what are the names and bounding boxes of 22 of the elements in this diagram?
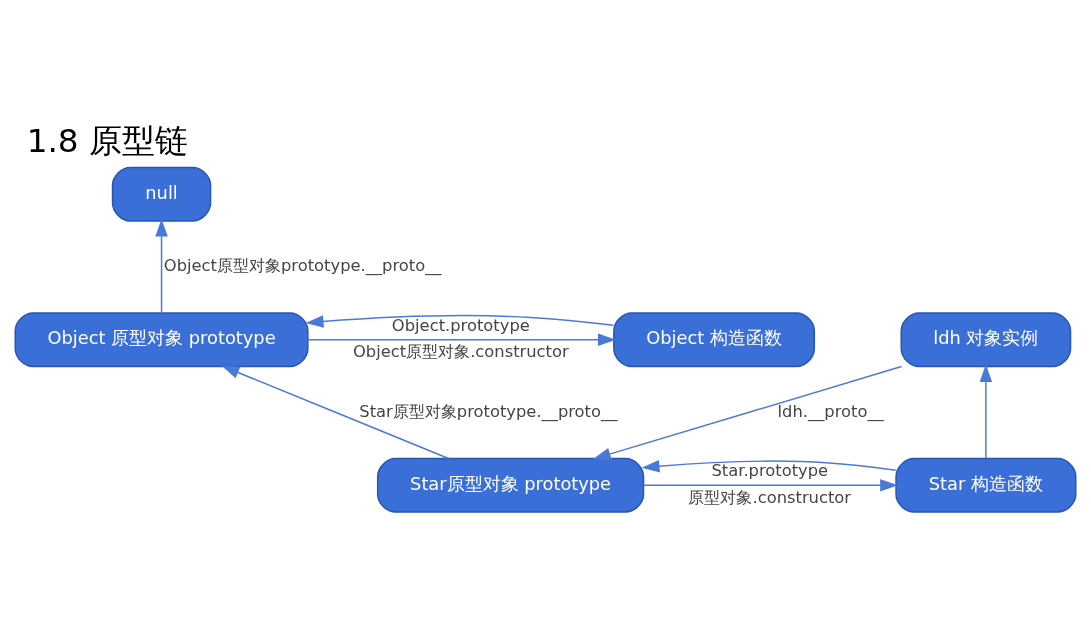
edge-label: Object原型对象.constructor bbox=[352, 341, 569, 361]
node-box: Object 构造函数 bbox=[613, 311, 816, 367]
node-box: Object 原型对象 prototype bbox=[14, 311, 309, 367]
node-box: Star原型对象 prototype bbox=[376, 457, 645, 513]
arrow bbox=[305, 314, 615, 328]
arrow bbox=[221, 365, 450, 459]
arrow bbox=[642, 478, 898, 492]
edge-label: Star原型对象prototype.__proto__ bbox=[359, 401, 618, 421]
edge-label: Object原型对象prototype.__proto__ bbox=[163, 255, 442, 275]
arrow bbox=[307, 333, 616, 346]
arrow bbox=[641, 459, 897, 472]
arrow bbox=[592, 365, 903, 460]
node-box: ldh 对象实例 bbox=[900, 311, 1072, 367]
diagram-title: 1.8 原型链 bbox=[26, 121, 188, 160]
node-box: Star 构造函数 bbox=[895, 457, 1077, 513]
arrow bbox=[155, 218, 168, 314]
edge-label: 原型对象.constructor bbox=[688, 487, 852, 507]
edge-label: Star.prototype bbox=[711, 460, 829, 480]
edge-label: Object.prototype bbox=[391, 315, 530, 335]
node-box: null bbox=[111, 166, 212, 222]
edge-label: ldh.__proto__ bbox=[777, 401, 884, 421]
arrow bbox=[979, 363, 993, 459]
